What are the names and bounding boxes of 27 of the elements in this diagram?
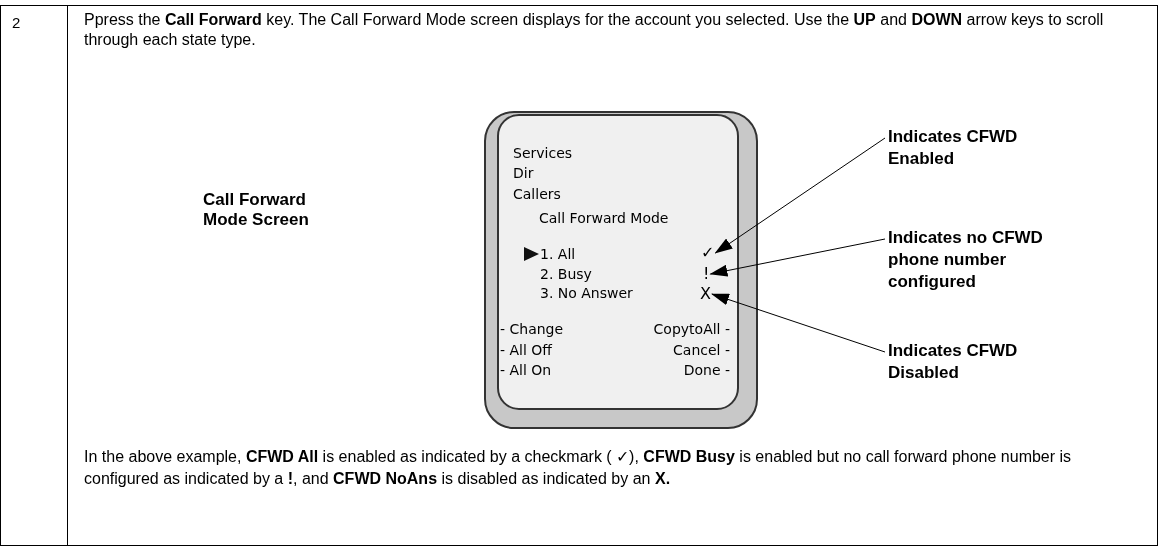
callout-text: Indicates no CFWD phone number configured (888, 227, 1048, 293)
explanation-text: In the above example, CFWD All is enabled as indicated by a checkmark ( ✓), CFWD Busy is enabled but no call forward phone number is configured as indicated by a !, and CFWD NoAns is disabled as indicated by an X. (84, 447, 1073, 489)
instruction-text: Ppress the Call Forward key. The Call Forward Mode screen displays for the account you selected. Use the UP and DOWN arrow keys to scroll through each state type. (84, 10, 1105, 50)
menu-text: Cancel - (673, 341, 730, 359)
menu-text: Services (513, 144, 573, 162)
menu-text: CopytoAll - (653, 320, 730, 338)
screen-caption: Call Forward Mode Screen (203, 190, 310, 230)
step-number: 2 (12, 13, 21, 33)
menu-text: Dir (513, 164, 534, 182)
menu-text: - All On (500, 361, 552, 379)
leader-arrow (709, 238, 886, 277)
leader-arrow (714, 137, 886, 254)
menu-text: Done - (683, 361, 730, 379)
menu-text: 1. All (540, 245, 576, 263)
callout-text: Indicates CFWD Disabled (888, 340, 1048, 384)
menu-text: Call Forward Mode (539, 209, 669, 227)
menu-text: - All Off (500, 341, 552, 359)
callout-text: Indicates CFWD Enabled (888, 126, 1048, 170)
menu-text: 2. Busy (540, 265, 592, 283)
status-mark: ✓ (701, 243, 715, 263)
leader-arrow (711, 293, 886, 353)
phone-display (484, 111, 758, 429)
status-mark: ! (703, 264, 710, 284)
menu-text: 3. No Answer (540, 284, 633, 302)
menu-text: - Change (500, 320, 564, 338)
status-mark: X (700, 284, 711, 304)
menu-text: Callers (513, 185, 561, 203)
